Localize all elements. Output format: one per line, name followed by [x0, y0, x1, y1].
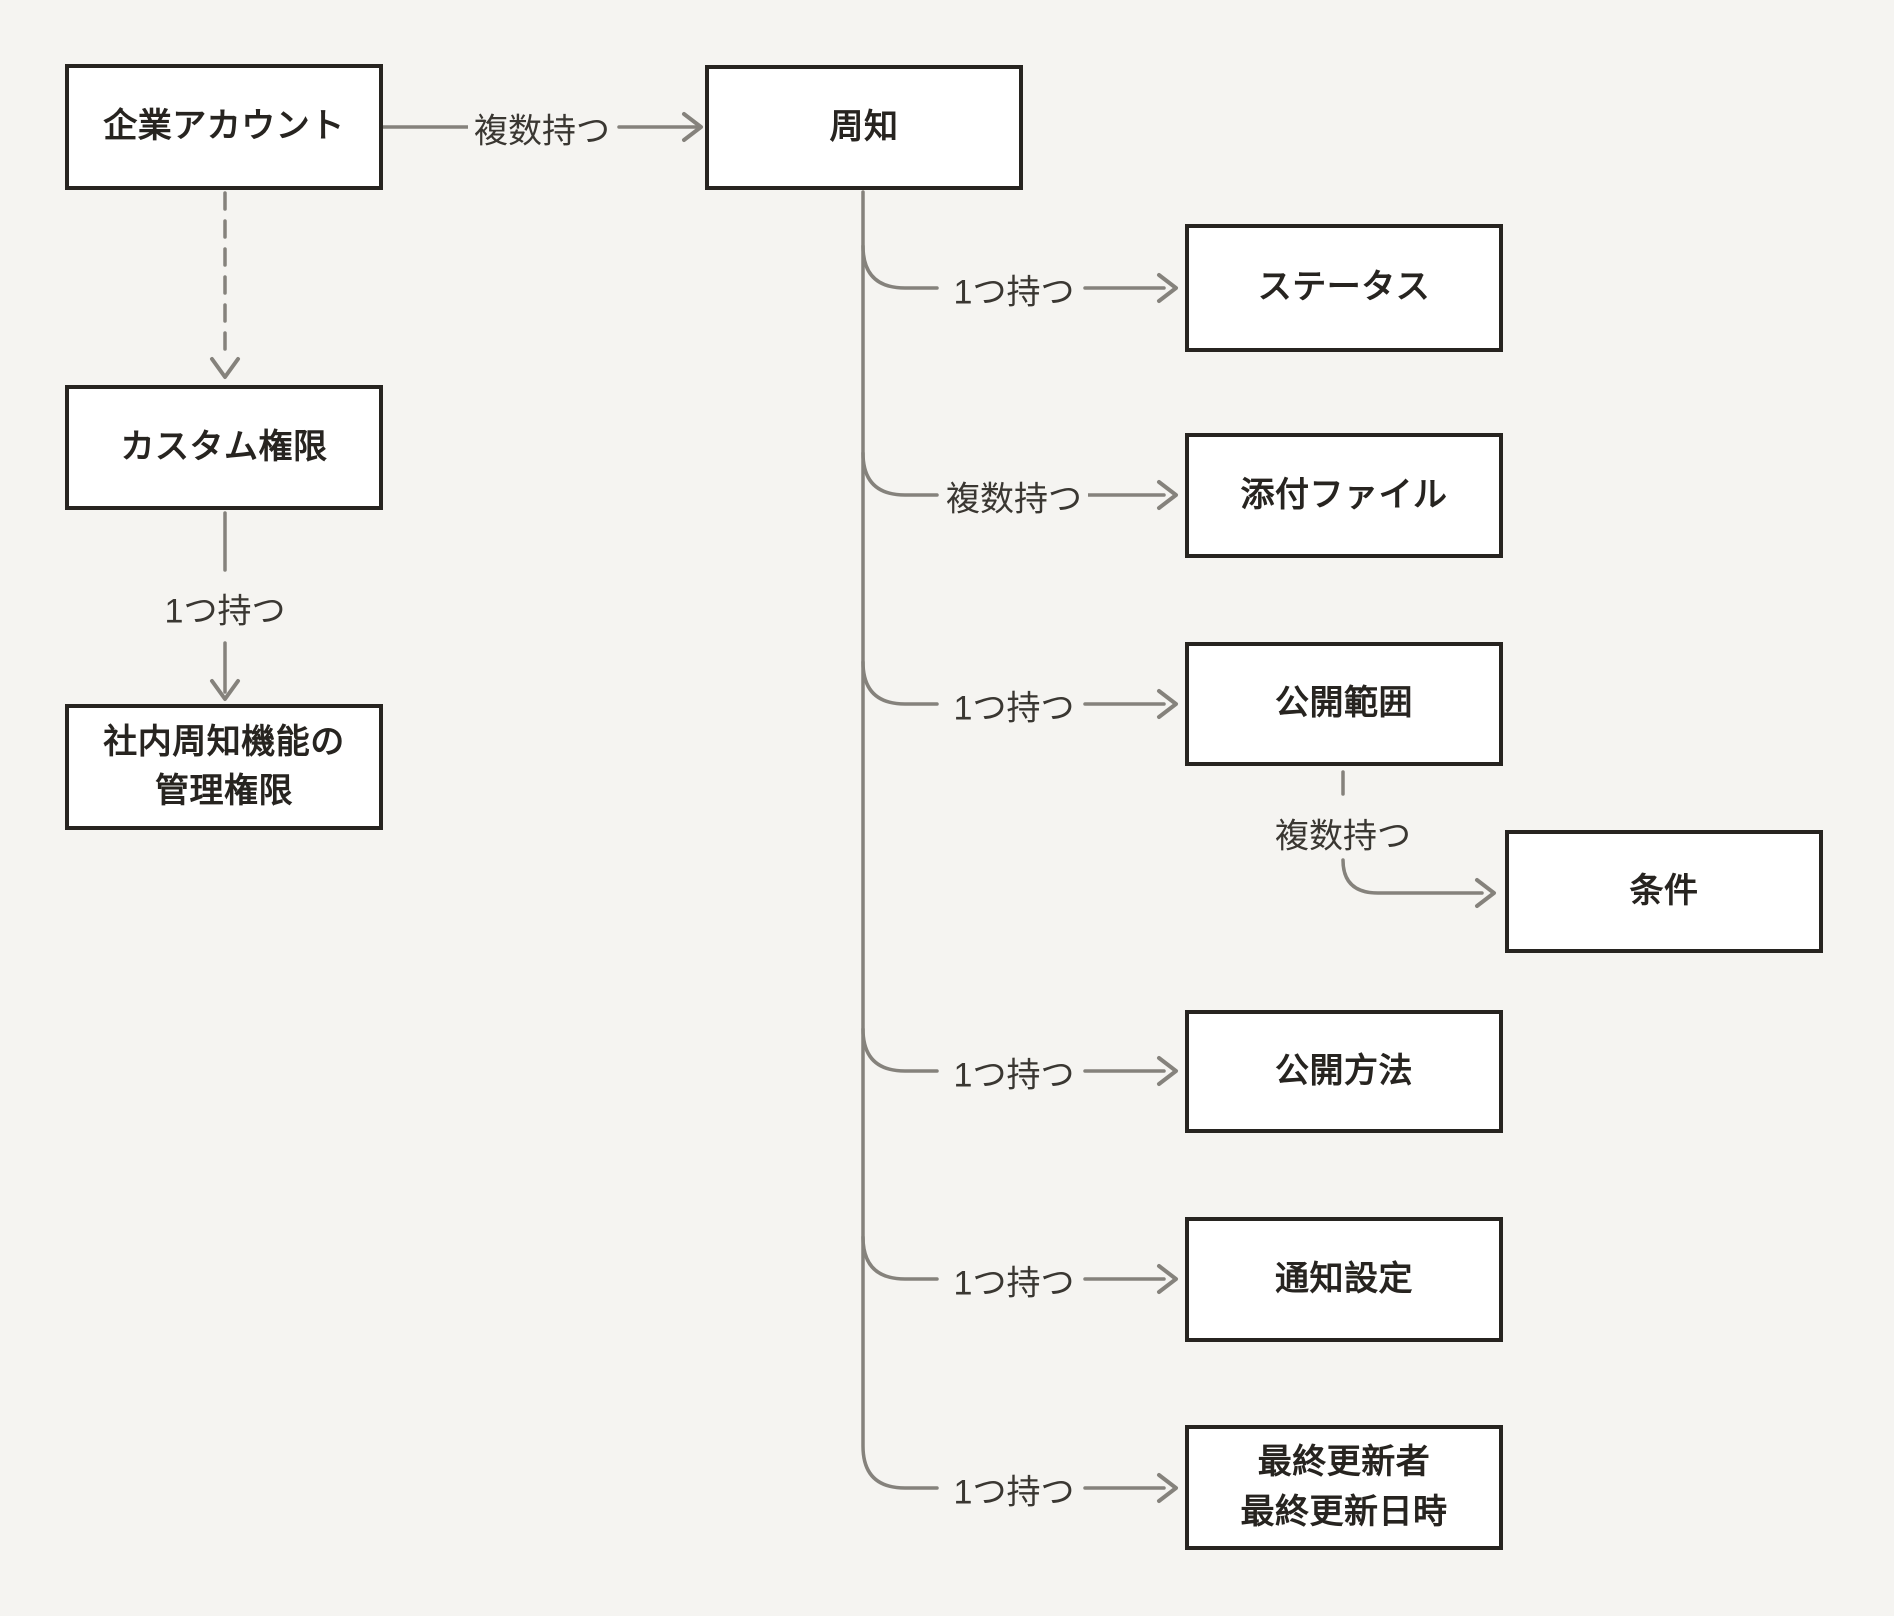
node-publish-scope-label: 公開範囲: [1275, 684, 1413, 723]
arrowhead-status: [1157, 273, 1178, 303]
edge-label-status: 1つ持つ: [947, 264, 1081, 314]
edge-label-last-updated: 1つ持つ: [947, 1464, 1081, 1514]
arrowhead-attachment: [1157, 480, 1178, 510]
node-publish-scope: 公開範囲: [1185, 642, 1503, 766]
node-internal-announce-admin-perm-label: 社内周知機能の管理権限: [103, 722, 345, 810]
arrowhead-notification-setting: [1157, 1264, 1178, 1294]
node-status-label: ステータス: [1257, 268, 1431, 307]
edge-label-custom-permission: 1つ持つ: [158, 583, 292, 633]
node-announcement: 周知: [705, 65, 1023, 190]
edge-label-condition: 複数持つ: [1269, 808, 1417, 858]
fork-publish-method: [861, 1027, 939, 1073]
node-condition-label: 条件: [1629, 871, 1699, 910]
node-custom-permission-label: カスタム権限: [120, 427, 328, 466]
node-publish-method-label: 公開方法: [1275, 1051, 1413, 1090]
edge-label-corporate-announcement: 複数持つ: [468, 103, 616, 153]
node-condition: 条件: [1505, 830, 1823, 953]
node-last-updated-label: 最終更新者最終更新日時: [1240, 1443, 1448, 1531]
fork-notification-setting: [861, 1235, 939, 1281]
arrowhead-announcement: [682, 112, 703, 142]
fork-status: [861, 244, 939, 290]
arrowhead-last-updated: [1157, 1473, 1178, 1503]
arrowhead-admin-permission: [210, 679, 240, 701]
node-custom-permission: カスタム権限: [65, 385, 383, 510]
fork-attachment: [861, 451, 939, 497]
node-notification-setting-label: 通知設定: [1275, 1259, 1413, 1298]
node-attachment: 添付ファイル: [1185, 433, 1503, 558]
node-corporate-account: 企業アカウント: [65, 64, 383, 190]
edge-announcement-trunk: [861, 190, 939, 1490]
edge-scope-to-condition-curve: [1341, 858, 1484, 895]
arrowhead-custom-permission: [210, 357, 240, 379]
arrowhead-publish-method: [1157, 1056, 1178, 1086]
fork-publish-scope: [861, 660, 939, 706]
node-publish-method: 公開方法: [1185, 1010, 1503, 1133]
node-notification-setting: 通知設定: [1185, 1217, 1503, 1342]
node-internal-announce-admin-perm: 社内周知機能の管理権限: [65, 704, 383, 830]
node-attachment-label: 添付ファイル: [1240, 475, 1448, 514]
edge-label-attachment: 複数持つ: [940, 471, 1088, 521]
edge-label-notification-setting: 1つ持つ: [947, 1255, 1081, 1305]
edge-label-publish-method: 1つ持つ: [947, 1047, 1081, 1097]
node-announcement-label: 周知: [829, 107, 899, 146]
arrowhead-publish-scope: [1157, 689, 1178, 719]
arrowhead-condition: [1475, 878, 1496, 908]
edge-label-publish-scope: 1つ持つ: [947, 680, 1081, 730]
node-status: ステータス: [1185, 224, 1503, 352]
node-last-updated: 最終更新者最終更新日時: [1185, 1425, 1503, 1550]
node-corporate-account-label: 企業アカウント: [103, 107, 345, 146]
